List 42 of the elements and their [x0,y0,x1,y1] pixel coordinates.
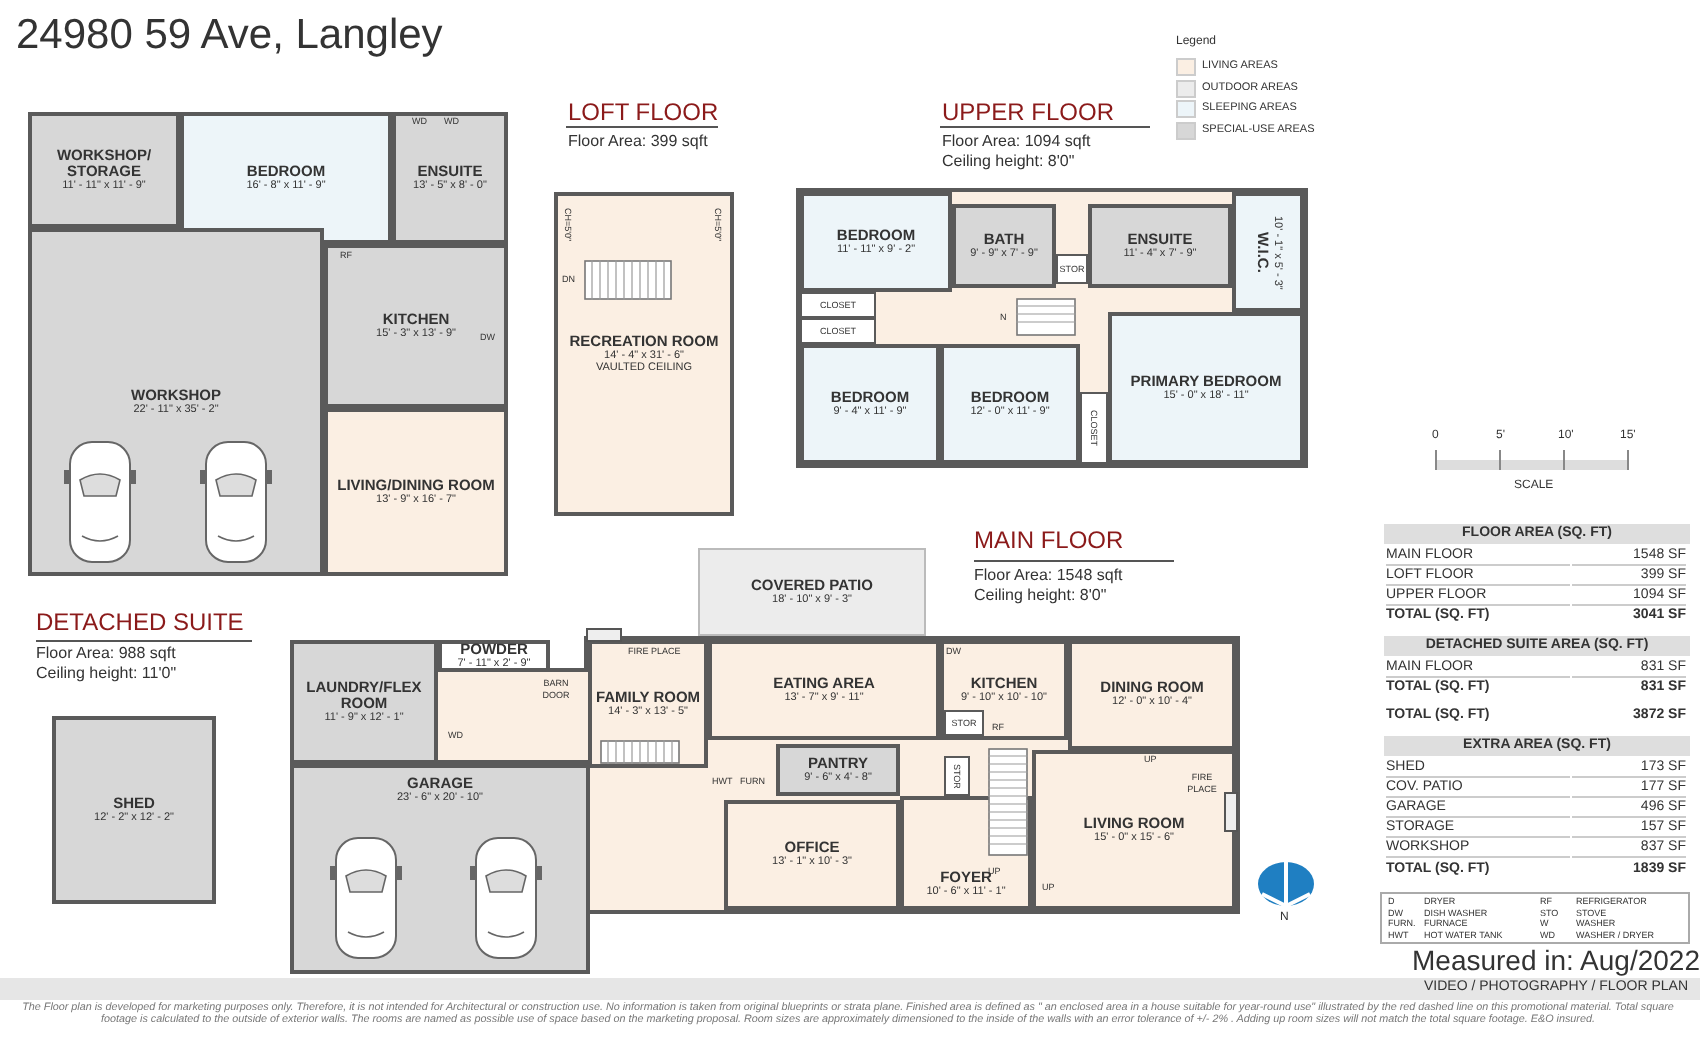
ceiling-height-text: Ceiling height: 8'0" [974,586,1107,604]
room [1032,750,1236,910]
room [290,640,438,764]
room [800,344,940,464]
room [324,408,508,576]
room [724,800,900,910]
room [392,112,508,244]
section-heading: UPPER FLOOR [942,100,1115,126]
ceiling-height-text: Ceiling height: 8'0" [942,152,1075,170]
floor-area-text: Floor Area: 988 sqft [36,644,176,662]
room [52,716,216,904]
section-heading: LOFT FLOOR [568,100,719,126]
room [438,640,550,672]
room [940,640,1068,740]
room [944,710,984,736]
room [708,640,940,740]
room [1080,392,1108,464]
floor-area-text: Floor Area: 399 sqft [568,132,708,150]
floor-area-text: Floor Area: 1548 sqft [974,566,1123,584]
room [554,192,734,516]
room [800,292,876,318]
room [324,244,508,408]
room [800,192,952,292]
room [800,318,876,344]
room [180,112,392,244]
room [776,744,900,796]
title: 24980 59 Ave, Langley [16,12,443,60]
room [944,756,970,796]
floor-area-text: Floor Area: 1094 sqft [942,132,1091,150]
measured-date-text: Measured in: Aug/2022 [1412,946,1700,976]
ceiling-height-text: Ceiling height: 11'0" [36,664,177,682]
room [1232,192,1304,312]
room [952,204,1056,288]
room [940,344,1080,464]
room [698,548,926,636]
section-heading: DETACHED SUITE [36,610,244,636]
section-heading: MAIN FLOOR [974,528,1124,554]
room [1068,640,1236,750]
room [1056,254,1088,284]
room [1088,204,1232,288]
room [28,112,180,228]
room [1108,312,1304,464]
